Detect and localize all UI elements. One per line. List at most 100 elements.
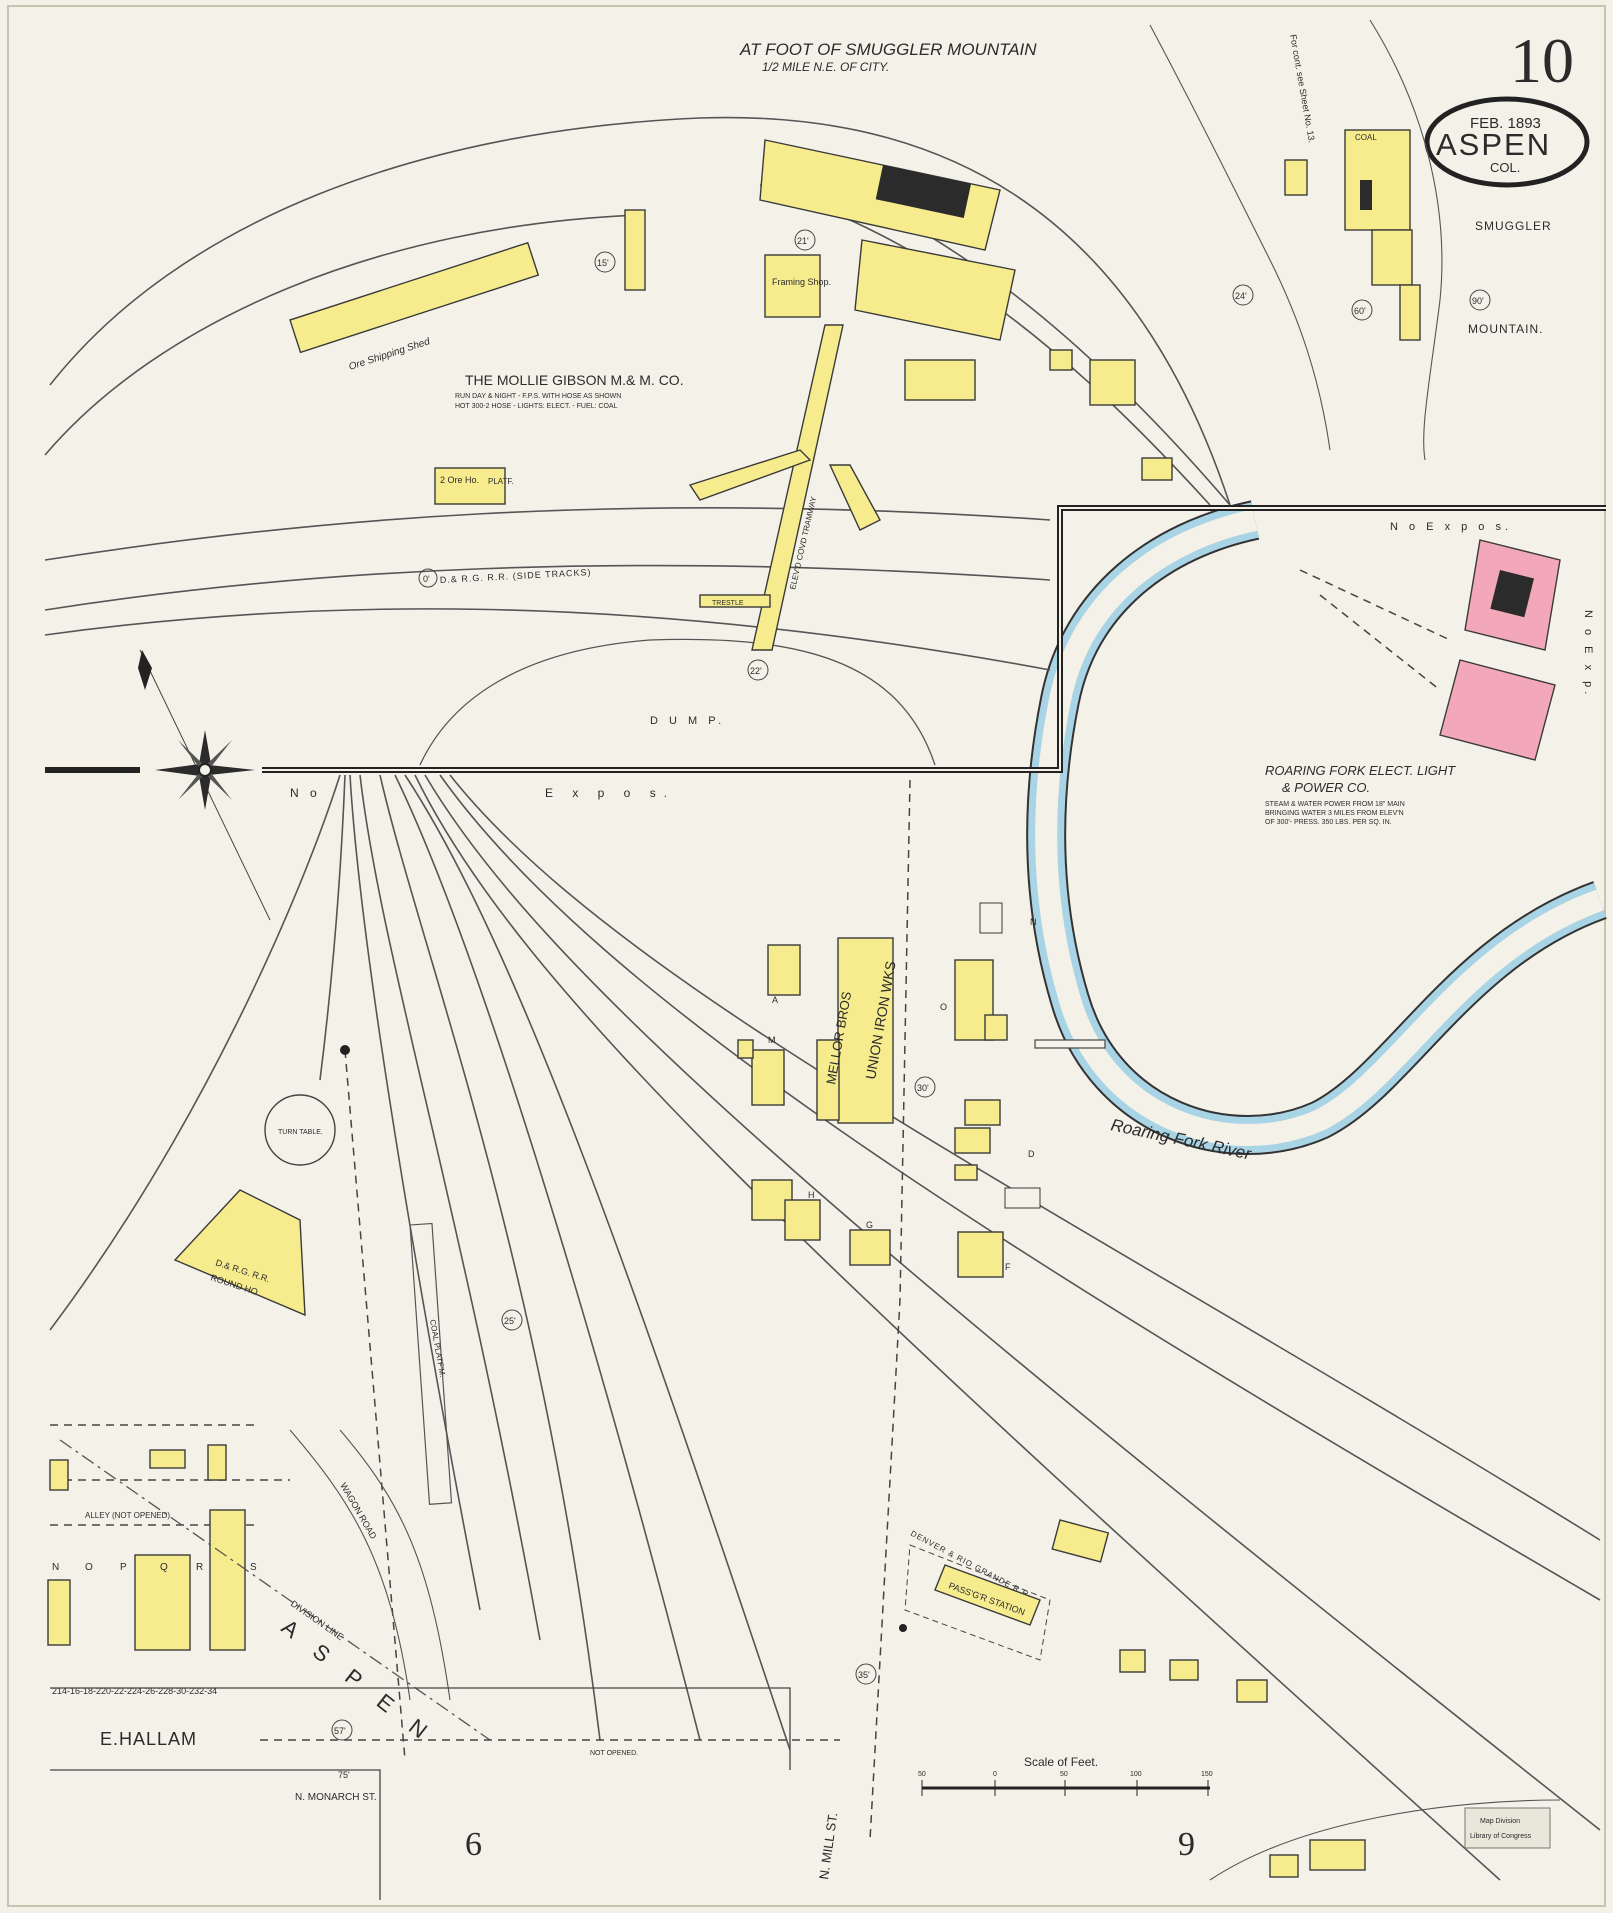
- building-l: [954, 1164, 978, 1181]
- building-k: [984, 1014, 1008, 1041]
- roaring-fork-note-2: BRINGING WATER 3 MILES FROM ELEV'N: [1265, 810, 1404, 817]
- no-expos-top: N o E x p o s.: [1390, 521, 1512, 533]
- see-sheet-note: For cont. see Sheet No. 13.: [1288, 34, 1317, 144]
- svg-text:25': 25': [504, 1316, 516, 1326]
- mountain-edge: [1369, 19, 1443, 461]
- drg-main-4: [449, 774, 1601, 1541]
- no-expos-center: E x p o s.: [545, 786, 675, 800]
- wagon-road-east: [339, 1429, 451, 1701]
- lot-building-2: [149, 1449, 186, 1469]
- track-fan-4: [359, 774, 541, 1641]
- electric-dynamo-room: [1439, 659, 1556, 761]
- dwelling-h2: [784, 1199, 821, 1241]
- lot-r: R: [196, 1562, 203, 1573]
- drg-main-2: [424, 774, 1601, 1831]
- lot-n: N: [52, 1562, 59, 1573]
- smuggler-framing-shop: [1371, 229, 1413, 286]
- depot-h: [1169, 1659, 1199, 1681]
- letter-m: M: [768, 1035, 776, 1045]
- lot-dwelling-p: [134, 1554, 191, 1651]
- mountain-label: MOUNTAIN.: [1468, 322, 1543, 336]
- track-arc-outer: [49, 116, 1231, 506]
- ore-house: [434, 467, 506, 505]
- smuggler-hoist-house: [1344, 129, 1411, 231]
- sheet-border: [7, 5, 1606, 1907]
- station-platform: [904, 1544, 1051, 1661]
- track-fan-3: [349, 774, 481, 1611]
- adjacent-sheet-6: 6: [465, 1826, 482, 1863]
- dump-label: D U M P.: [650, 715, 725, 727]
- round-house: [173, 1189, 306, 1317]
- state-name: COL.: [1490, 160, 1520, 175]
- blacksmith-shop: [904, 359, 976, 401]
- dashed-line-west: [344, 1049, 406, 1761]
- small-shed-a: [624, 209, 646, 291]
- lot-o: O: [85, 1562, 93, 1573]
- smuggler-label: SMUGGLER: [1475, 219, 1552, 233]
- boundary-inner: [262, 507, 1606, 771]
- lot-building-3: [207, 1444, 227, 1481]
- svg-text:50: 50: [1060, 1771, 1068, 1778]
- svg-text:100: 100: [1130, 1771, 1142, 1778]
- elevated-tramway: [751, 324, 844, 651]
- sheet-number: 10: [1510, 25, 1574, 96]
- svg-text:0: 0: [993, 1771, 997, 1778]
- drg-main-3: [439, 774, 1601, 1601]
- location-title: AT FOOT OF SMUGGLER MOUNTAIN: [739, 40, 1037, 59]
- building-c: [964, 1099, 1001, 1126]
- passenger-station: [934, 1564, 1041, 1626]
- n-monarch-street: N. MONARCH ST.: [295, 1792, 377, 1803]
- svg-text:75': 75': [338, 1770, 350, 1780]
- track-fan-2: [319, 774, 346, 1081]
- lot-s: S: [250, 1562, 257, 1573]
- roaring-fork-title-2: & POWER CO.: [1282, 780, 1370, 795]
- turntable-label: TURN TABLE.: [278, 1129, 323, 1136]
- block-line-north: [50, 1687, 791, 1770]
- mollie-gibson-note-2: HOT 300-2 HOSE - LIGHTS: ELECT. - FUEL: …: [455, 403, 618, 410]
- depot-l: [1119, 1649, 1146, 1673]
- power-line-2: [1319, 594, 1441, 691]
- lot-p: P: [120, 1562, 127, 1573]
- sheet-date: FEB. 1893: [1470, 115, 1541, 132]
- aspen-large-label: A S P E N: [277, 1614, 440, 1749]
- letter-d: D: [1028, 1149, 1035, 1159]
- river-bridge: [1034, 1039, 1106, 1049]
- svg-text:21': 21': [797, 236, 809, 246]
- lot-dwelling-r: [209, 1509, 246, 1651]
- mellor-bros-shop: [816, 1039, 840, 1121]
- svg-text:35': 35': [858, 1670, 870, 1680]
- scale-of-feet: Scale of Feet. 50 0 50 100 150: [918, 1755, 1213, 1796]
- ore-shipping-label: Ore Shipping Shed: [348, 336, 432, 373]
- location-subtitle: 1/2 MILE N.E. OF CITY.: [762, 60, 889, 74]
- adjacent-sheet-9: 9: [1178, 1826, 1195, 1863]
- roaring-fork-title: ROARING FORK ELECT. LIGHT: [1265, 763, 1456, 778]
- union-iron-works: [837, 937, 894, 1124]
- shed-m: [737, 1039, 754, 1059]
- letter-n: N: [1030, 917, 1037, 927]
- building-p: [954, 1127, 991, 1154]
- platform-label: PLATF.: [488, 477, 514, 486]
- svg-text:15': 15': [597, 258, 609, 268]
- smuggler-storage: [1399, 284, 1421, 341]
- drg-side-track-3: [44, 608, 1051, 671]
- city-cartouche: [1424, 96, 1590, 188]
- repair-shop: [1236, 1679, 1268, 1703]
- elevation-0: 0': [423, 574, 430, 584]
- block-line-south: [50, 1769, 381, 1900]
- ore-shipping-shed: [289, 241, 540, 354]
- mollie-gibson-note-1: RUN DAY & NIGHT - F.P.S. WITH HOSE AS SH…: [455, 393, 621, 400]
- letter-a: A: [772, 995, 778, 1005]
- office-building: [1089, 359, 1136, 406]
- dwelling-m: [751, 1049, 785, 1106]
- lot-building-1: [49, 1459, 69, 1491]
- track-spur: [44, 214, 641, 456]
- se-building-1: [1269, 1854, 1299, 1878]
- small-shed-b: [1049, 349, 1073, 371]
- wagon-road-west: [289, 1429, 411, 1701]
- hydrant-west: [340, 1045, 350, 1055]
- dump-outline: [419, 638, 936, 766]
- shed-east: [1051, 1519, 1110, 1563]
- road-southeast: [1209, 1799, 1561, 1881]
- division-line: [59, 1439, 491, 1741]
